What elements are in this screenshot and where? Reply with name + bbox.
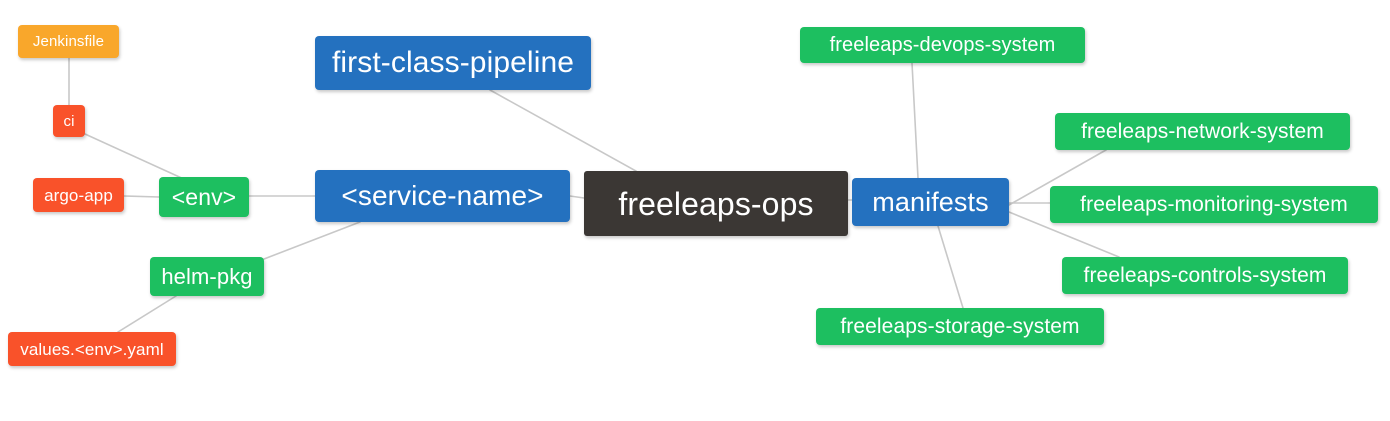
mindmap-node-env[interactable]: <env> bbox=[159, 177, 249, 217]
node-label: values.<env>.yaml bbox=[20, 339, 164, 359]
node-label: <env> bbox=[171, 183, 237, 210]
edge-manifests-to-freeleaps-devops-system bbox=[911, 62, 919, 179]
node-label: freeleaps-controls-system bbox=[1083, 264, 1327, 287]
node-label: Jenkinsfile bbox=[32, 33, 105, 50]
edge-first-class-pipeline-to-freeleaps-ops bbox=[489, 89, 637, 172]
node-label: <service-name> bbox=[341, 180, 544, 211]
mindmap-node-argo-app[interactable]: argo-app bbox=[33, 178, 124, 212]
node-label: freeleaps-monitoring-system bbox=[1080, 193, 1348, 216]
node-label: freeleaps-storage-system bbox=[840, 315, 1080, 338]
mindmap-node-freeleaps-network-system[interactable]: freeleaps-network-system bbox=[1055, 113, 1350, 150]
mindmap-node-freeleaps-monitoring-system[interactable]: freeleaps-monitoring-system bbox=[1050, 186, 1378, 223]
edge-argo-app-to-env bbox=[123, 195, 160, 198]
mindmap-node-first-class-pipeline[interactable]: first-class-pipeline bbox=[315, 36, 591, 90]
node-label: manifests bbox=[872, 186, 989, 217]
mindmap-node-freeleaps-controls-system[interactable]: freeleaps-controls-system bbox=[1062, 257, 1348, 294]
edge-service-name-to-helm-pkg bbox=[263, 221, 361, 260]
mindmap-node-freeleaps-storage-system[interactable]: freeleaps-storage-system bbox=[816, 308, 1104, 345]
node-label: freeleaps-ops bbox=[618, 185, 814, 222]
edge-helm-pkg-to-values-yaml bbox=[117, 295, 177, 333]
node-label: argo-app bbox=[44, 185, 113, 205]
node-label: ci bbox=[63, 112, 75, 130]
edge-ci-to-env bbox=[84, 133, 187, 181]
mindmap-node-freeleaps-devops-system[interactable]: freeleaps-devops-system bbox=[800, 27, 1085, 63]
mindmap-node-ci[interactable]: ci bbox=[53, 105, 85, 137]
edge-manifests-to-freeleaps-storage-system bbox=[937, 225, 964, 309]
mindmap-node-freeleaps-ops[interactable]: freeleaps-ops bbox=[584, 171, 848, 236]
node-label: freeleaps-devops-system bbox=[829, 34, 1056, 56]
mindmap-node-service-name[interactable]: <service-name> bbox=[315, 170, 570, 222]
node-label: freeleaps-network-system bbox=[1081, 120, 1324, 143]
edge-service-name-to-freeleaps-ops bbox=[569, 195, 585, 199]
mindmap-node-manifests[interactable]: manifests bbox=[852, 178, 1009, 226]
mindmap-node-helm-pkg[interactable]: helm-pkg bbox=[150, 257, 264, 296]
mindmap-node-values-yaml[interactable]: values.<env>.yaml bbox=[8, 332, 176, 366]
node-label: helm-pkg bbox=[161, 263, 253, 289]
node-label: first-class-pipeline bbox=[331, 46, 575, 79]
mindmap-node-jenkinsfile[interactable]: Jenkinsfile bbox=[18, 25, 119, 58]
